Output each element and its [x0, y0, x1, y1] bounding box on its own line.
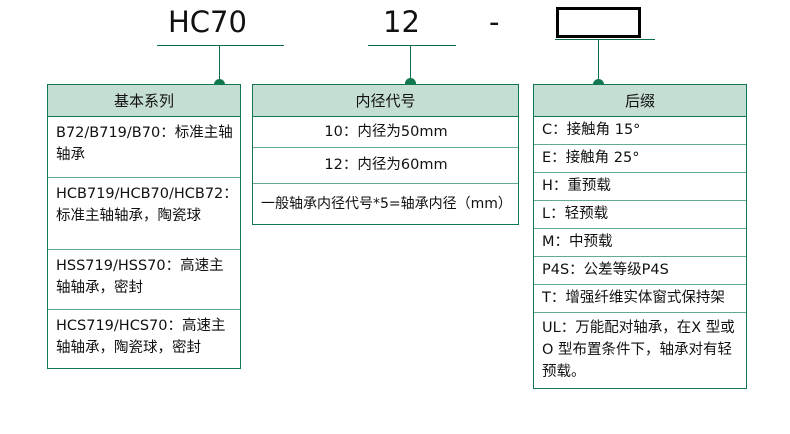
suffix-table-header: 后缀	[534, 85, 746, 117]
table-row: HCS719/HCS70：高速主轴轴承，陶瓷球，密封	[56, 318, 226, 357]
table-row: 12：内径为60mm	[253, 148, 518, 184]
bore-code-label: 12	[383, 5, 420, 39]
table-row: B72/B719/B70：标准主轴轴承	[48, 117, 240, 178]
table-row: HCB719/HCB70/HCB72：标准主轴轴承，陶瓷球	[48, 178, 240, 250]
connector-line-suffix-vertical	[598, 39, 599, 85]
suffix-table: 后缀 C：接触角 15° E：接触角 25° H：重预载 L：轻预载 M：中预载…	[533, 84, 747, 390]
table-row: M：中预载	[534, 229, 746, 257]
series-code-label: HC70	[168, 5, 247, 39]
table-row: E：接触角 25°	[534, 145, 746, 173]
table-row: L：轻预载	[534, 201, 746, 229]
connector-line-suffix-horizontal	[555, 39, 655, 40]
connector-line-series-vertical	[219, 45, 220, 85]
series-table-header: 基本系列	[48, 85, 240, 117]
suffix-code-empty-box	[556, 7, 641, 38]
table-row: P4S：公差等级P4S	[534, 257, 746, 285]
code-separator-dash: -	[489, 5, 500, 39]
table-row: HSS719/HSS70：高速主轴轴承，密封	[48, 250, 240, 310]
connector-line-bore-vertical	[410, 45, 411, 85]
series-table: 基本系列 B72/B719/B70：标准主轴轴承 HCB719/HCB70/HC…	[47, 84, 241, 369]
connector-line-series-horizontal	[157, 45, 284, 46]
bore-code-table-header: 内径代号	[253, 85, 518, 117]
table-row: UL：万能配对轴承，在X 型或O 型布置条件下，轴承对有轻预载。	[542, 320, 735, 380]
connector-dot-bore	[405, 78, 416, 89]
bore-code-table: 内径代号 10：内径为50mm 12：内径为60mm 一般轴承内径代号*5=轴承…	[252, 84, 519, 225]
table-row: 一般轴承内径代号*5=轴承内径（mm）	[261, 196, 512, 212]
table-row: T：增强纤维实体窗式保持架	[534, 285, 746, 313]
table-row: C：接触角 15°	[534, 117, 746, 145]
table-row: 10：内径为50mm	[253, 117, 518, 148]
table-row: H：重预载	[534, 173, 746, 201]
connector-line-bore-horizontal	[368, 45, 456, 46]
